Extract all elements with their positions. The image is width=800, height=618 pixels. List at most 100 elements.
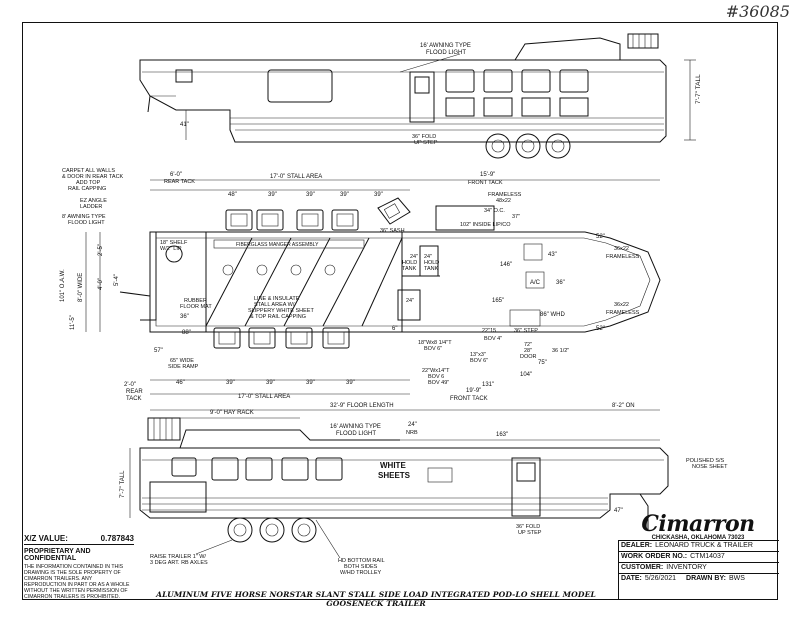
fp-line-2: STALL AREA W/ [254, 302, 295, 308]
floor-plan [85, 179, 661, 411]
date-label: DATE: [621, 575, 642, 582]
fp-shelf-1: 18" SHELF [160, 240, 188, 246]
fp-stall-dim-bot-2: 39" [226, 380, 235, 386]
fp-rear-tack-2: REAR TACK [164, 179, 195, 185]
fp-104: 104" [520, 372, 532, 378]
sv-tall: 7'-7" TALL [120, 470, 126, 498]
top-step-1: 36" FOLD [412, 134, 436, 140]
title-block: DEALER:LEONARD TRUCK & TRAILER WORK ORDE… [618, 540, 779, 600]
fp-bov22-1: 22"Wx14"T [422, 368, 450, 374]
fp-2215-1: 22"15 [482, 328, 496, 334]
fp-stall-dim-bot-4: 39" [306, 380, 315, 386]
fp-ramp-2: SIDE RAMP [168, 364, 199, 370]
fp-front-tack-b1: 19'-9" [466, 388, 481, 394]
fp-24: 24" [406, 298, 414, 304]
fp-36-step: 36" STEP [514, 328, 538, 334]
fp-dim-57: 57" [154, 348, 163, 354]
bottom-side-elevation [129, 417, 669, 543]
fp-131: 131" [482, 382, 494, 388]
xz-value: 0.787843 [100, 534, 134, 543]
sv-24-2: NRB [406, 430, 418, 436]
fp-stall-dim-bot-3: 39" [266, 380, 275, 386]
sv-awning-2: FLOOD LIGHT [336, 431, 376, 437]
fp-stall-area-top: 17'-0" STALL AREA [270, 174, 322, 180]
sv-rail-2: BOTH SIDES [344, 564, 378, 570]
sv-step-2: UP STEP [518, 530, 542, 536]
fp-146: 146" [500, 262, 512, 268]
fp-34oc: 34" O.C. [484, 208, 505, 214]
fp-note-2: & DOOR IN REAR TACK [62, 174, 124, 180]
fp-mat-2: FLOOR MAT [180, 304, 212, 310]
top-awning-label-1: 16' AWNING TYPE [420, 43, 471, 49]
sv-163: 163" [496, 432, 508, 438]
fp-tank1-c: TANK [402, 266, 417, 272]
fp-line-3: SLIPPERY WHITE SHEET [248, 308, 314, 314]
fp-note-4: RAIL CAPPING [68, 186, 106, 192]
fp-door-28-2: DOOR [520, 354, 537, 360]
fp-nose-b2: FRAMELESS [606, 310, 640, 316]
xz-value-block: X/Z VALUE:0.787843 PROPRIETARY AND CONFI… [24, 534, 134, 600]
fp-tank2-a: 24" [424, 254, 432, 260]
fp-165: 165" [492, 298, 504, 304]
fp-door-28-1: 28" [524, 348, 532, 354]
fp-bov22-3: BOV 49" [428, 380, 449, 386]
fp-frameless-1: FRAMELESS [488, 192, 522, 198]
fp-nose-52b: 52" [596, 326, 605, 332]
fp-dim-88: 88" [182, 330, 191, 336]
fp-36-5: 36 1/2" [552, 348, 569, 354]
top-dim-41: 41" [180, 122, 189, 128]
top-awning-label-2: FLOOD LIGHT [426, 50, 466, 56]
drawn-by-label: DRAWN BY: [686, 575, 726, 582]
fp-tank1-a: 24" [410, 254, 418, 260]
fp-stall-dim-top-4: 39" [340, 192, 349, 198]
fp-ramp-1: 65" WIDE [170, 358, 194, 364]
drawing-frame [22, 22, 778, 600]
fp-86: 86" WHD [540, 312, 565, 318]
fp-oaw: 101" O.A.W. [60, 269, 66, 302]
fp-rear-tack-b2: REAR [126, 389, 143, 395]
fp-37: 37" [512, 214, 520, 220]
fp-nose-b1: 36x22 [614, 302, 629, 308]
drawn-by-value: BWS [728, 575, 745, 582]
fp-note-6: LADDER [80, 204, 102, 210]
sv-rail-1: HD BOTTOM RAIL [338, 558, 385, 564]
sv-rail-3: W/HD TROLLEY [340, 570, 381, 576]
fp-13-1: 13"x3" [470, 352, 486, 358]
fp-shelf-2: W/2" LIP [160, 246, 182, 252]
fp-stall-dim-top-2: 39" [268, 192, 277, 198]
fp-front-tack-1: 15'-9" [480, 172, 495, 178]
work-order-label: WORK ORDER NO.: [621, 553, 688, 560]
logo-brand: Cimarron [641, 511, 755, 537]
fp-stall-dim-top-5: 39" [374, 192, 383, 198]
fp-mat-1: RUBBER [184, 298, 207, 304]
fp-dim-2-5: 2'-5" [98, 244, 104, 256]
fp-6: 6" [392, 326, 397, 332]
fp-tank1-b: HOLD [402, 260, 417, 266]
fp-ac: A/C [530, 280, 541, 286]
top-tall-dim: 7'-7" TALL [695, 74, 702, 104]
fp-36-sash: 36" SASH [380, 228, 405, 234]
dealer-value: LEONARD TRUCK & TRAILER [655, 542, 753, 549]
sv-raise-2: 3 DEG ART. RB AXLES [150, 560, 208, 566]
date-value: 5/26/2021 [644, 575, 677, 582]
sv-hay-rack: 9'-0" HAY RACK [210, 410, 254, 416]
fp-inside-width: 8'-0" WIDE [78, 273, 84, 302]
fp-note-8: FLOOD LIGHT [68, 220, 105, 226]
customer-value: INVENTORY [666, 564, 707, 571]
fp-dim-5-4: 5'-4" [114, 274, 120, 286]
fp-stall-dim-bot-1: 46" [176, 380, 185, 386]
sv-raise-1: RAISE TRAILER 1" W/ [150, 554, 206, 560]
fp-door-side: 11'-5" [70, 315, 76, 330]
fp-dim-4-0: 4'-0" [98, 278, 104, 290]
top-side-elevation [139, 33, 696, 159]
fp-note-5: EZ ANGLE [80, 198, 107, 204]
fp-front-tack-b2: FRONT TACK [450, 396, 488, 402]
sv-nose-1: POLISHED S/S [686, 458, 725, 464]
fp-win-48x22: 48x22 [496, 198, 511, 204]
fp-on-dim: 8'-2" ON [612, 403, 635, 409]
proprietary-note: THE INFORMATION CONTAINED IN THIS DRAWIN… [24, 564, 130, 600]
logo-city: CHICKASHA, OKLAHOMA 73023 [651, 535, 745, 541]
fp-tank2-c: TANK [424, 266, 439, 272]
fp-nose-52a: 52" [596, 234, 605, 240]
